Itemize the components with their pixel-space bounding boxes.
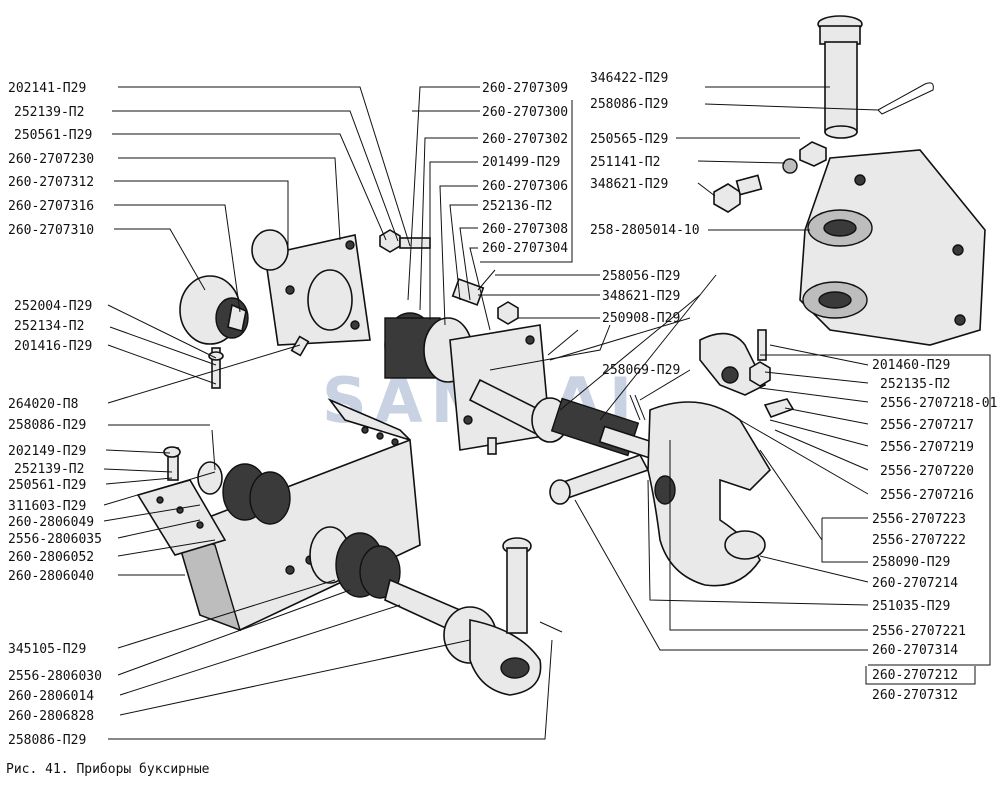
- part-label: 2556-2707222: [872, 533, 966, 548]
- labels-left: 202141-П29 252139-П2 250561-П29 260-2707…: [8, 81, 102, 748]
- part-label: 311603-П29: [8, 499, 86, 514]
- part-label: 250561-П29: [8, 478, 86, 493]
- pin-345105: [502, 537, 532, 634]
- part-label: 2556-2707221: [872, 624, 966, 639]
- leader-lines: [103, 86, 991, 740]
- part-label: 260-2707300: [482, 105, 568, 120]
- part-label: 260-2707312: [8, 175, 94, 190]
- part-label: 252139-П2: [14, 105, 84, 120]
- labels-right-top: 346422-П29 258086-П29 250565-П29 251141-…: [590, 71, 700, 238]
- part-label: 260-2806052: [8, 550, 94, 565]
- cotter-pin-top: [877, 82, 934, 115]
- part-label: 250561-П29: [14, 128, 92, 143]
- part-label: 250565-П29: [590, 132, 668, 147]
- part-label: 260-2707212: [872, 668, 958, 683]
- part-label: 260-2707314: [872, 643, 958, 658]
- part-label: 264020-П8: [8, 397, 78, 412]
- part-label: 258086-П29: [8, 733, 86, 748]
- part-label: 252135-П2: [880, 377, 950, 392]
- part-label: 260-2707214: [872, 576, 958, 591]
- grease-fitting-mid: [487, 437, 497, 455]
- part-label: 348621-П29: [602, 289, 680, 304]
- part-label: 2556-2806035: [8, 532, 102, 547]
- cotter-258086-left: [211, 429, 216, 471]
- cotter-258069: [629, 394, 646, 421]
- cotter-258086-bottom: [539, 621, 563, 633]
- part-label: 260-2707302: [482, 132, 568, 147]
- part-label: 346422-П29: [590, 71, 668, 86]
- part-label: 2556-2806030: [8, 669, 102, 684]
- labels-mid: 260-2707309 260-2707300 260-2707302 2014…: [482, 81, 680, 378]
- part-label: 260-2707310: [8, 223, 94, 238]
- part-label: 250908-П29: [602, 311, 680, 326]
- part-label: 260-2707312: [872, 688, 958, 703]
- part-label: 258090-П29: [872, 555, 950, 570]
- grease-fitting-264020: [290, 335, 310, 357]
- part-label: 2556-2707219: [880, 440, 974, 455]
- part-label: 258-2805014-10: [590, 223, 700, 238]
- part-label: 252136-П2: [482, 199, 552, 214]
- part-label: 252004-П29: [14, 299, 92, 314]
- part-label: 260-2806014: [8, 689, 94, 704]
- bracket-258-2805014: [799, 149, 986, 346]
- part-label: 260-2707306: [482, 179, 568, 194]
- bolt-348621: [713, 174, 763, 213]
- part-label: 202149-П29: [8, 444, 86, 459]
- part-label: 260-2806828: [8, 709, 94, 724]
- part-label: 2556-2707217: [880, 418, 974, 433]
- part-label: 201499-П29: [482, 155, 560, 170]
- part-label: 202141-П29: [8, 81, 86, 96]
- part-label: 251141-П2: [590, 155, 660, 170]
- part-label: 345105-П29: [8, 642, 86, 657]
- part-label: 201460-П29: [872, 358, 950, 373]
- part-label: 260-2707230: [8, 152, 94, 167]
- labels-right: 201460-П29 252135-П2 2556-2707218-01 255…: [872, 358, 997, 703]
- part-label: 260-2707304: [482, 241, 568, 256]
- part-label: 258086-П29: [8, 418, 86, 433]
- nut-250565: [799, 141, 827, 167]
- part-label: 251035-П29: [872, 599, 950, 614]
- part-label: 260-2707316: [8, 199, 94, 214]
- spring-washer-251141: [782, 158, 798, 174]
- spring-lower-left: [197, 461, 291, 525]
- spring-lower-right: [309, 526, 401, 599]
- part-label: 260-2707308: [482, 222, 568, 237]
- bolt-348621-mid: [451, 278, 485, 306]
- part-label: 348621-П29: [590, 177, 668, 192]
- part-label: 258086-П29: [590, 97, 668, 112]
- parts-drawing: [136, 15, 986, 696]
- part-label: 2556-2707220: [880, 464, 974, 479]
- part-label: 252139-П2: [14, 462, 84, 477]
- part-label: 2556-2707216: [880, 488, 974, 503]
- part-label: 2556-2707218-01: [880, 396, 997, 411]
- figure-caption: Рис. 41. Приборы буксирные: [6, 762, 210, 777]
- cotter-258056: [477, 269, 496, 291]
- part-label: 258069-П29: [602, 363, 680, 378]
- hook-2556-2707217: [647, 329, 795, 587]
- part-label: 260-2707309: [482, 81, 568, 96]
- pin-top: [817, 15, 863, 139]
- drawbar-260-2806014: [384, 578, 542, 696]
- cover-260-2707310: [179, 275, 249, 345]
- part-label: 2556-2707223: [872, 512, 966, 527]
- part-label: 258056-П29: [602, 269, 680, 284]
- part-label: 252134-П2: [14, 319, 84, 334]
- part-label: 260-2806040: [8, 569, 94, 584]
- bolt-201416: [211, 347, 221, 389]
- clip-250908: [547, 329, 579, 356]
- part-label: 201416-П29: [14, 339, 92, 354]
- part-label: 260-2806049: [8, 515, 94, 530]
